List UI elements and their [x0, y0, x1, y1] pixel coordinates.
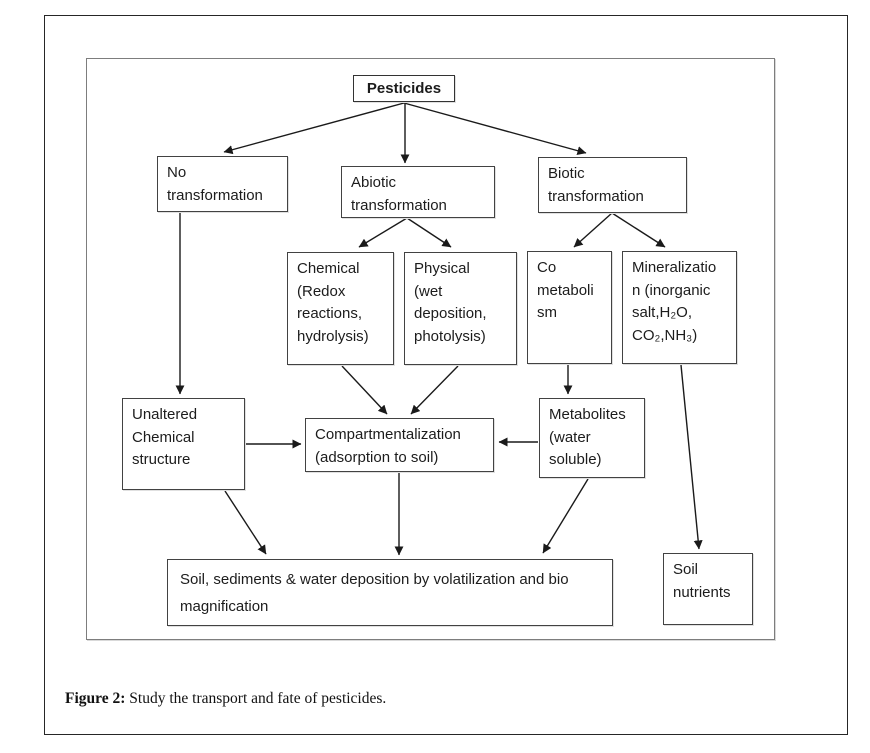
figure-outer-border — [44, 15, 848, 735]
figure-caption: Figure 2:Study the transport and fate of… — [65, 690, 386, 708]
node-compartmentalization: Compartmentalization (adsorption to soil… — [305, 418, 494, 472]
node-biotic-transformation: Biotic transformation — [538, 157, 687, 213]
node-chemical: Chemical (Redox reactions, hydrolysis) — [287, 252, 394, 365]
node-pesticides: Pesticides — [353, 75, 455, 102]
node-unaltered-chemical-structure: Unaltered Chemical structure — [122, 398, 245, 490]
node-soil-nutrients: Soil nutrients — [663, 553, 753, 625]
node-co-metabolism: Co metaboli sm — [527, 251, 612, 364]
node-metabolites: Metabolites (water soluble) — [539, 398, 645, 478]
node-soil-deposition: Soil, sediments & water deposition by vo… — [167, 559, 613, 626]
node-physical: Physical (wet deposition, photolysis) — [404, 252, 517, 365]
figure-caption-label: Figure 2: — [65, 690, 126, 707]
figure-caption-text: Study the transport and fate of pesticid… — [129, 690, 387, 707]
node-mineralization: Mineralizatio n (inorganic salt,H₂O, CO₂… — [622, 251, 737, 364]
node-no-transformation: No transformation — [157, 156, 288, 212]
node-abiotic-transformation: Abiotic transformation — [341, 166, 495, 218]
diagram-border — [86, 58, 775, 640]
